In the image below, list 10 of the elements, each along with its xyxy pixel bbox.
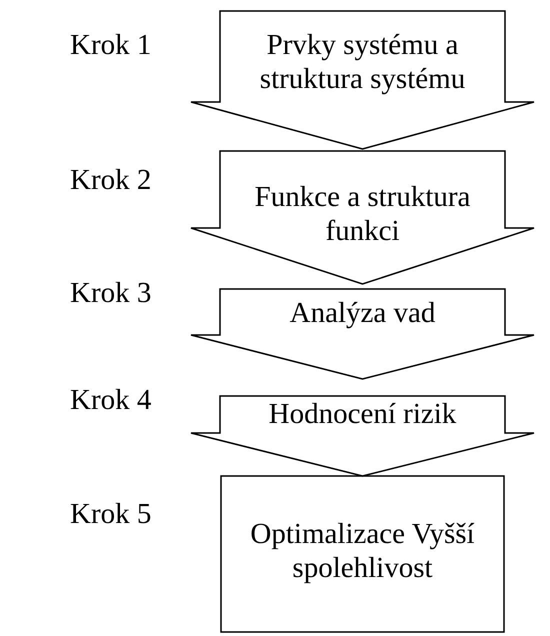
step-text: Funkce a struktura funkci bbox=[254, 180, 472, 248]
step-label: Krok 3 bbox=[70, 276, 152, 310]
step-text: Optimalizace Vyšší spolehlivost bbox=[250, 517, 475, 585]
step-text: Hodnocení rizik bbox=[268, 397, 458, 431]
step-label: Krok 1 bbox=[70, 28, 152, 62]
step-label: Krok 5 bbox=[70, 497, 152, 531]
step-text: Prvky systému a struktura systému bbox=[258, 28, 466, 96]
step-label: Krok 2 bbox=[70, 163, 152, 197]
step-label: Krok 4 bbox=[70, 383, 152, 417]
step-text: Analýza vad bbox=[288, 296, 436, 330]
